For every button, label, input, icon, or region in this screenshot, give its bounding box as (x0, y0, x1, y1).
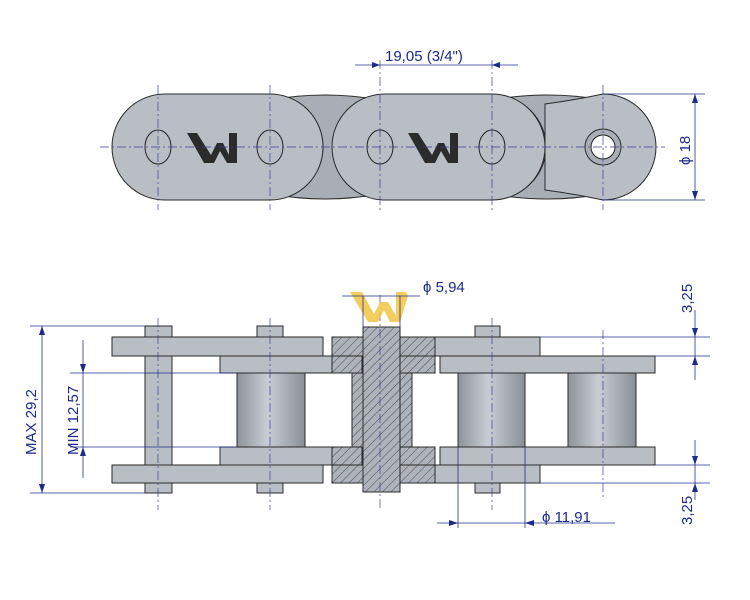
min-inner-width-dimension: MIN 12,57 (65, 386, 82, 455)
pin-diameter-dimension: ϕ 5,94 (423, 279, 465, 296)
pin-section (362, 326, 401, 493)
roller (567, 372, 637, 448)
roller (457, 372, 526, 448)
plate-thickness-bottom: 3,25 (679, 496, 696, 525)
roller-diameter-dimension: ϕ 11,91 (542, 509, 591, 526)
logo-w-icon (187, 133, 237, 163)
max-width-dimension: MAX 29,2 (23, 389, 40, 455)
chain-side-view: ϕ 5,94 ϕ 11,91 MAX 29,2 MIN 12,57 3,25 3… (23, 279, 710, 528)
pitch-dimension: 19,05 (3/4") (385, 48, 463, 65)
plate-height-dimension: ϕ 18 (677, 136, 694, 165)
chain-top-view: 19,05 (3/4") ϕ 18 (100, 48, 705, 210)
roller (236, 372, 306, 448)
plate-thickness-top: 3,25 (679, 284, 696, 313)
logo-w-yellow-icon (350, 292, 408, 322)
logo-w-icon (408, 133, 458, 163)
